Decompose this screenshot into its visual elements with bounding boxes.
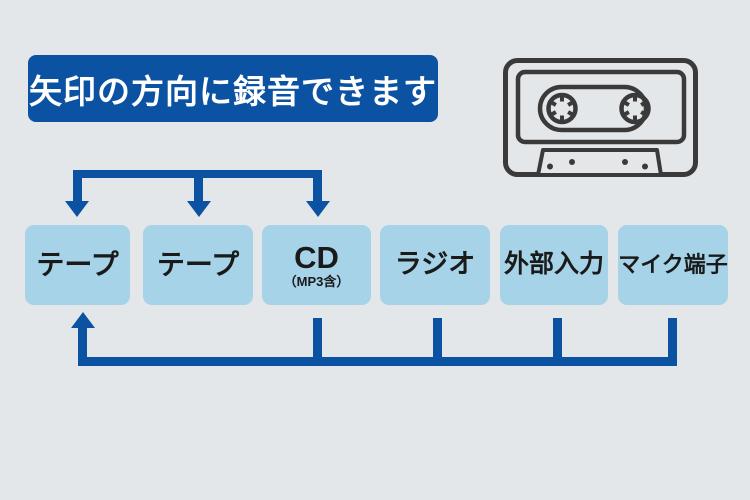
box-external-input-label: 外部入力	[503, 250, 604, 279]
bottom-stem-cd	[313, 318, 322, 366]
box-cd-label: CD	[294, 239, 339, 275]
bottom-connector-bar	[78, 357, 677, 366]
box-tape-2: テープ	[143, 225, 253, 305]
title-banner: 矢印の方向に録音できます	[28, 55, 438, 122]
top-arrow-stem-tape1	[73, 170, 82, 202]
cassette-label-area	[515, 69, 687, 145]
top-arrow-stem-cd	[313, 170, 322, 202]
box-radio: ラジオ	[380, 225, 490, 305]
title-text: 矢印の方向に録音できます	[29, 72, 437, 110]
down-arrow-cd-icon	[306, 201, 330, 217]
down-arrow-tape2-icon	[187, 201, 211, 217]
box-cd-sublabel: （MP3含）	[283, 273, 350, 289]
bottom-stem-mic-jack	[668, 318, 677, 366]
cassette-base-trapezoid	[536, 148, 663, 177]
up-arrow-tape1-icon	[71, 312, 95, 328]
box-external-input: 外部入力	[500, 225, 608, 305]
bottom-stem-radio	[433, 318, 442, 366]
box-cd: CD （MP3含）	[262, 225, 371, 305]
top-arrow-stem-tape2	[194, 174, 203, 202]
cassette-left-reel	[546, 92, 578, 125]
box-tape-2-label: テープ	[156, 248, 240, 280]
cassette-reel-teeth	[550, 96, 647, 121]
down-arrow-tape1-icon	[65, 201, 89, 217]
bottom-stem-external-input	[553, 318, 562, 366]
cassette-screw-dots	[547, 159, 648, 170]
cassette-tape-window	[537, 84, 649, 133]
box-mic-jack-label: マイク端子	[618, 251, 728, 277]
cassette-tape-icon	[503, 58, 698, 177]
box-tape-1-label: テープ	[36, 248, 119, 280]
box-tape-1: テープ	[25, 225, 130, 305]
box-mic-jack: マイク端子	[618, 225, 728, 305]
box-radio-label: ラジオ	[394, 249, 476, 280]
cassette-right-reel	[619, 92, 651, 125]
bottom-arrow-stem-tape1	[78, 327, 87, 366]
